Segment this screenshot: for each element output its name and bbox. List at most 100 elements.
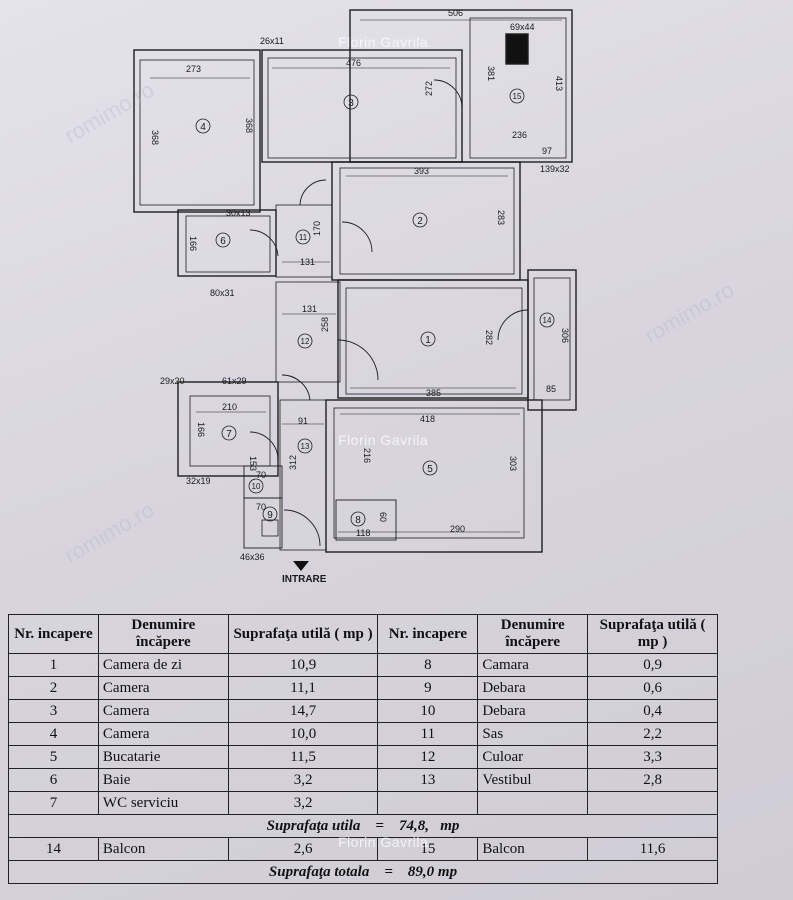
cell: 0,6 xyxy=(587,676,718,700)
watermark-text: Florin Gavrila xyxy=(338,34,429,50)
cell: 3 xyxy=(8,699,99,723)
useful-total-row: Suprafaţa utila = 74,8, mp xyxy=(8,814,718,838)
table-row: 5 Bucatarie 11,5 12 Culoar 3,3 xyxy=(8,745,718,769)
dim-label: 97 xyxy=(542,146,552,156)
dim-label: 312 xyxy=(288,455,298,470)
dim-label: 60 xyxy=(378,512,388,522)
dim-label: 272 xyxy=(424,81,434,96)
cell: 9 xyxy=(377,676,479,700)
dim-label: 166 xyxy=(188,236,198,251)
watermark-text: Florin Gavrila xyxy=(338,432,429,448)
room-number-12: 12 xyxy=(301,337,310,346)
entry-label: INTRARE xyxy=(282,574,327,585)
room-number-2: 2 xyxy=(417,216,423,227)
cell: Camera de zi xyxy=(97,653,229,677)
dim-label: 368 xyxy=(150,130,160,145)
dim-label: 69x44 xyxy=(510,22,535,32)
room-number-11: 11 xyxy=(299,233,308,242)
dim-label: 368 xyxy=(244,118,254,133)
useful-total-value: 74,8, xyxy=(398,817,429,834)
cell: 8 xyxy=(377,653,479,677)
header-room-name-2: Denumire încăpere xyxy=(477,614,589,654)
dim-label: 418 xyxy=(420,414,435,424)
header-useful-area-2: Suprafaţa utilă ( mp ) xyxy=(587,614,718,654)
dim-label: 26x11 xyxy=(260,36,284,46)
cell: 2,8 xyxy=(587,768,718,792)
table-row: 2 Camera 11,1 9 Debara 0,6 xyxy=(8,676,718,700)
table-row: 6 Baie 3,2 13 Vestibul 2,8 xyxy=(8,768,718,792)
room-number-15: 15 xyxy=(513,92,522,101)
room-number-14: 14 xyxy=(543,316,552,325)
cell: 3,2 xyxy=(227,768,379,792)
dim-label: 166 xyxy=(196,422,206,437)
cell: Baie xyxy=(97,768,229,792)
cell: 2,2 xyxy=(587,722,718,746)
cell: 12 xyxy=(377,745,479,769)
dim-label: 210 xyxy=(222,402,237,412)
header-room-number: Nr. incapere xyxy=(8,614,99,654)
cell: 10,0 xyxy=(227,722,379,746)
room-number-4: 4 xyxy=(200,122,206,133)
grand-total-row: Suprafaţa totala = 89,0 mp xyxy=(8,860,718,884)
table-row: 4 Camera 10,0 11 Sas 2,2 xyxy=(8,722,718,746)
dim-label: 506 xyxy=(448,8,463,18)
cell xyxy=(587,791,718,815)
table-row: 7 WC serviciu 3,2 xyxy=(8,791,718,815)
dim-label: 385 xyxy=(426,388,441,398)
cell: Sas xyxy=(477,722,589,746)
dim-label: 290 xyxy=(450,524,465,534)
dim-label: 236 xyxy=(512,130,527,140)
cell: Camera xyxy=(97,676,229,700)
cell: 3,2 xyxy=(227,791,379,815)
dim-label: 80x31 xyxy=(210,288,235,298)
cell: 1 xyxy=(8,653,99,677)
cell: 7 xyxy=(8,791,99,815)
useful-total-label: Suprafaţa utila xyxy=(266,817,361,834)
dim-label: 46x36 xyxy=(240,552,265,562)
cell: 10,9 xyxy=(227,653,379,677)
useful-total-eq: = xyxy=(375,817,384,834)
room-number-7: 7 xyxy=(226,429,232,440)
dim-label: 476 xyxy=(346,58,361,68)
cell: Camera xyxy=(97,722,229,746)
cell: 10 xyxy=(377,699,479,723)
dim-label: 306 xyxy=(560,328,570,343)
dim-label: 170 xyxy=(312,221,322,236)
cell: Camara xyxy=(477,653,589,677)
useful-total-unit: mp xyxy=(440,817,460,834)
table-row: 1 Camera de zi 10,9 8 Camara 0,9 xyxy=(8,653,718,677)
header-useful-area: Suprafaţa utilă ( mp ) xyxy=(227,614,379,654)
cell: 11,1 xyxy=(227,676,379,700)
header-room-name: Denumire încăpere xyxy=(97,614,229,654)
dim-label: 303 xyxy=(508,456,518,471)
dim-label: 70 xyxy=(256,470,266,480)
grand-total-label: Suprafaţa totala xyxy=(268,863,370,880)
dim-label: 32x19 xyxy=(186,476,211,486)
table-row: 3 Camera 14,7 10 Debara 0,4 xyxy=(8,699,718,723)
floor-plan: 1 2 3 4 5 6 7 8 9 10 11 12 13 14 15 26x1… xyxy=(133,8,577,585)
cell: 11,6 xyxy=(587,837,718,861)
table-header-row: Nr. incapere Denumire încăpere Suprafaţa… xyxy=(8,614,718,654)
cell: Bucatarie xyxy=(97,745,229,769)
dim-label: 283 xyxy=(496,210,506,225)
dim-label: 131 xyxy=(302,304,317,314)
cell: 0,9 xyxy=(587,653,718,677)
room-number-8: 8 xyxy=(355,515,361,526)
cell: 11 xyxy=(377,722,479,746)
cell: 14 xyxy=(8,837,99,861)
dim-label: 153 xyxy=(248,456,258,471)
room-number-13: 13 xyxy=(301,442,310,451)
room-number-1: 1 xyxy=(425,335,431,346)
cell: 6 xyxy=(8,768,99,792)
room-number-3: 3 xyxy=(348,98,354,109)
cell xyxy=(477,791,589,815)
cell: 13 xyxy=(377,768,479,792)
dim-label: 413 xyxy=(554,76,564,91)
dim-label: 273 xyxy=(186,64,201,74)
cell: 2 xyxy=(8,676,99,700)
dim-label: 216 xyxy=(362,448,372,463)
dim-label: 381 xyxy=(486,66,496,81)
cell: 14,7 xyxy=(227,699,379,723)
cell: WC serviciu xyxy=(97,791,229,815)
